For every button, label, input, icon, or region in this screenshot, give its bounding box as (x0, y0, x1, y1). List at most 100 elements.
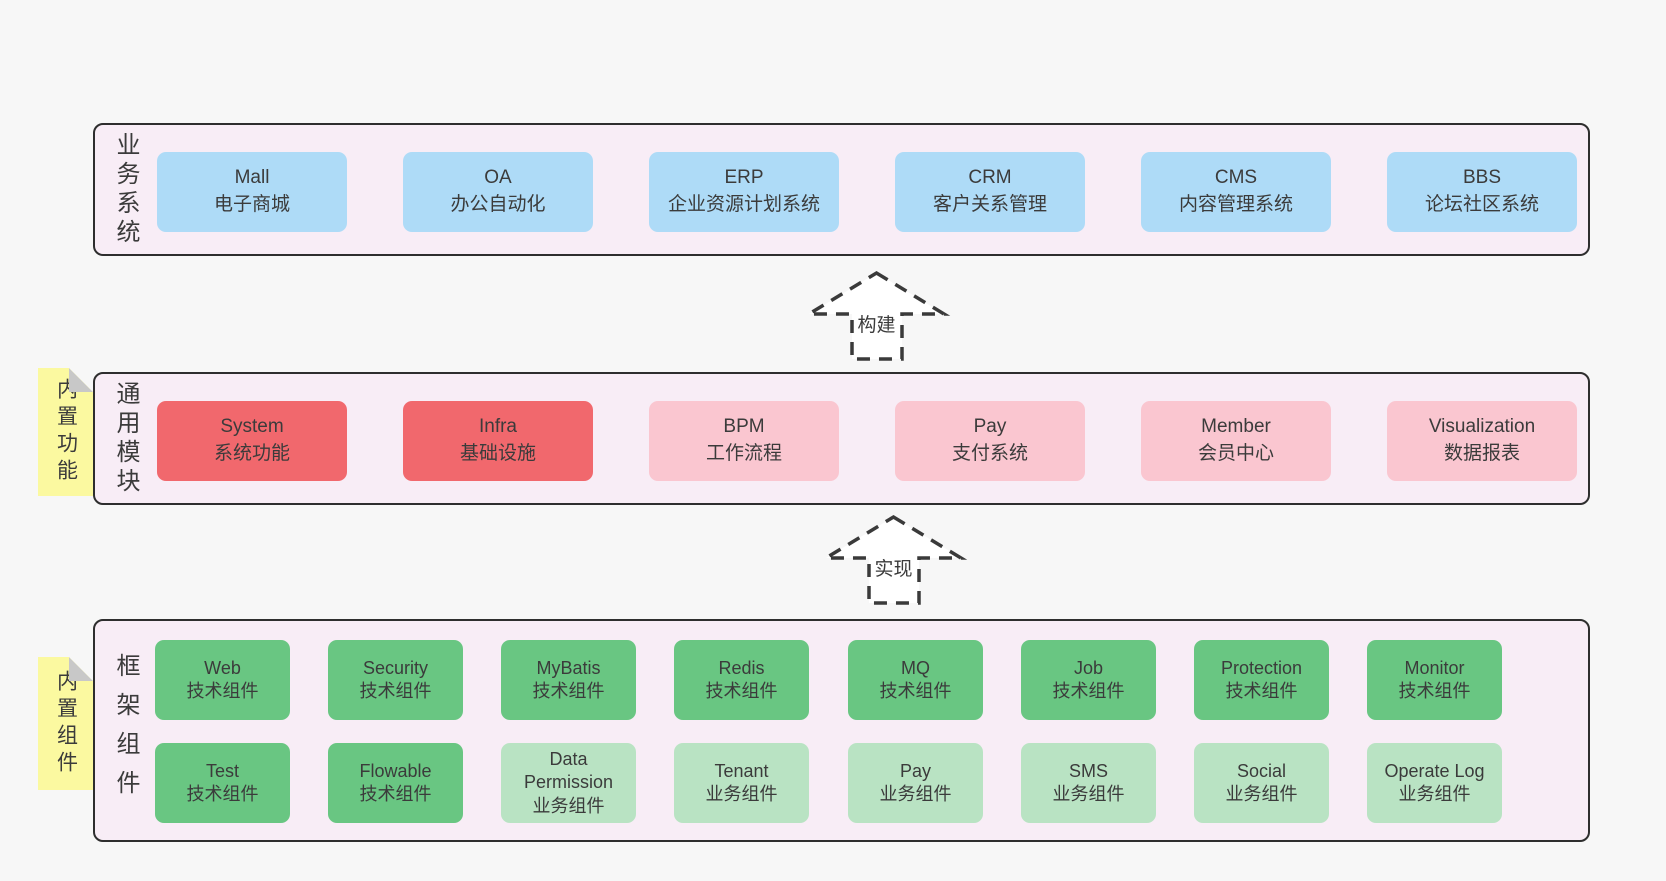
box-test: Test 技术组件 (155, 743, 290, 823)
box-title: Job (1073, 657, 1104, 678)
box-subtitle: 数据报表 (1443, 443, 1520, 464)
box-flowable: Flowable 技术组件 (328, 743, 463, 823)
arrow-build-label: 构建 (854, 310, 899, 337)
box-subtitle: 工作流程 (705, 443, 782, 464)
box-redis: Redis 技术组件 (674, 640, 809, 720)
box-system: System 系统功能 (157, 401, 347, 481)
box-social: Social 业务组件 (1194, 743, 1329, 823)
box-subtitle: 技术组件 (186, 784, 259, 804)
box-subtitle: 业务组件 (532, 795, 605, 816)
box-subtitle: 企业资源计划系统 (667, 194, 820, 215)
box-subtitle: 业务组件 (879, 784, 952, 804)
note-text: 内置组件 (54, 669, 78, 778)
box-subtitle: 技术组件 (1052, 681, 1125, 701)
box-subtitle: 支付系统 (951, 443, 1028, 464)
band-business-systems: 业务系统 Mall 电子商城 OA 办公自动化 ERP 企业资源计划系统 CRM… (93, 123, 1590, 256)
box-title: Infra (478, 416, 518, 438)
note-text: 内置功能 (54, 378, 78, 486)
band-label-common-modules: 通用模块 (112, 380, 139, 497)
box-subtitle: 会员中心 (1197, 443, 1274, 464)
box-mybatis: MyBatis 技术组件 (501, 640, 636, 720)
box-subtitle: 业务组件 (1225, 784, 1298, 804)
box-mall: Mall 电子商城 (157, 152, 347, 232)
note-fold-corner (69, 368, 93, 392)
box-subtitle: 技术组件 (186, 681, 259, 701)
box-title: Flowable (359, 760, 432, 781)
box-subtitle: 系统功能 (213, 443, 290, 464)
box-job: Job 技术组件 (1021, 640, 1156, 720)
box-title: Member (1201, 416, 1271, 438)
box-subtitle: 技术组件 (705, 681, 778, 701)
box-cms: CMS 内容管理系统 (1141, 152, 1331, 232)
box-subtitle: 业务组件 (1398, 784, 1471, 804)
sticky-note-built-in-components: 内置组件 (38, 657, 93, 790)
box-oa: OA 办公自动化 (403, 152, 593, 232)
box-operate-log: Operate Log 业务组件 (1367, 743, 1502, 823)
box-web: Web 技术组件 (155, 640, 290, 720)
box-subtitle: 业务组件 (1052, 784, 1125, 804)
box-title: SMS (1068, 760, 1108, 781)
box-sms: SMS 业务组件 (1021, 743, 1156, 823)
box-title: BPM (723, 416, 765, 438)
arrow-implement-label: 实现 (871, 554, 916, 581)
box-bbs: BBS 论坛社区系统 (1387, 152, 1577, 232)
box-title: OA (484, 167, 512, 189)
arrow-build: 构建 (802, 270, 951, 362)
band-common-modules: 通用模块 System 系统功能 Infra 基础设施 BPM 工作流程 Pay… (93, 372, 1590, 505)
note-fold-corner (69, 657, 93, 681)
box-monitor: Monitor 技术组件 (1367, 640, 1502, 720)
box-subtitle: 技术组件 (359, 784, 432, 804)
box-subtitle: 基础设施 (459, 443, 536, 464)
box-title: Protection (1220, 657, 1303, 678)
box-title: Security (362, 657, 429, 678)
box-subtitle: 论坛社区系统 (1424, 194, 1539, 215)
box-crm: CRM 客户关系管理 (895, 152, 1085, 232)
arrow-implement: 实现 (819, 514, 968, 606)
box-title: Data Permission (523, 748, 614, 793)
box-subtitle: 技术组件 (532, 681, 605, 701)
box-title: Mall (234, 167, 270, 189)
box-subtitle: 技术组件 (359, 681, 432, 701)
box-title: MyBatis (536, 657, 601, 678)
box-subtitle: 内容管理系统 (1178, 194, 1293, 215)
box-title: CMS (1214, 167, 1258, 189)
box-title: ERP (724, 167, 764, 189)
box-title: Pay (899, 760, 932, 781)
box-pay: Pay 支付系统 (895, 401, 1085, 481)
box-title: Pay (973, 416, 1007, 438)
box-subtitle: 客户关系管理 (932, 194, 1047, 215)
box-pay-biz: Pay 业务组件 (848, 743, 983, 823)
band-label-framework-components: 框架组件 (112, 652, 139, 809)
box-title: BBS (1462, 167, 1502, 189)
box-member: Member 会员中心 (1141, 401, 1331, 481)
band-label-business-systems: 业务系统 (112, 131, 139, 248)
box-title: Web (204, 657, 241, 678)
box-title: Operate Log (1384, 760, 1485, 781)
box-title: CRM (968, 167, 1012, 189)
box-title: Tenant (714, 760, 769, 781)
box-erp: ERP 企业资源计划系统 (649, 152, 839, 232)
box-subtitle: 业务组件 (705, 784, 778, 804)
box-subtitle: 技术组件 (1398, 681, 1471, 701)
box-mq: MQ 技术组件 (848, 640, 983, 720)
box-data-permission: Data Permission 业务组件 (501, 743, 636, 823)
box-protection: Protection 技术组件 (1194, 640, 1329, 720)
box-subtitle: 技术组件 (879, 681, 952, 701)
box-bpm: BPM 工作流程 (649, 401, 839, 481)
box-title: MQ (901, 657, 930, 678)
box-subtitle: 技术组件 (1225, 681, 1298, 701)
box-infra: Infra 基础设施 (403, 401, 593, 481)
sticky-note-built-in-features: 内置功能 (38, 368, 93, 496)
box-tenant: Tenant 业务组件 (674, 743, 809, 823)
box-title: Social (1236, 760, 1287, 781)
box-title: System (220, 416, 284, 438)
box-visualization: Visualization 数据报表 (1387, 401, 1577, 481)
box-subtitle: 电子商城 (213, 194, 290, 215)
box-title: Monitor (1404, 657, 1465, 678)
band-framework-components: 框架组件 Web 技术组件 Security 技术组件 MyBatis 技术组件… (93, 619, 1590, 842)
box-title: Redis (718, 657, 765, 678)
box-title: Test (205, 760, 239, 781)
box-security: Security 技术组件 (328, 640, 463, 720)
box-subtitle: 办公自动化 (450, 194, 546, 215)
